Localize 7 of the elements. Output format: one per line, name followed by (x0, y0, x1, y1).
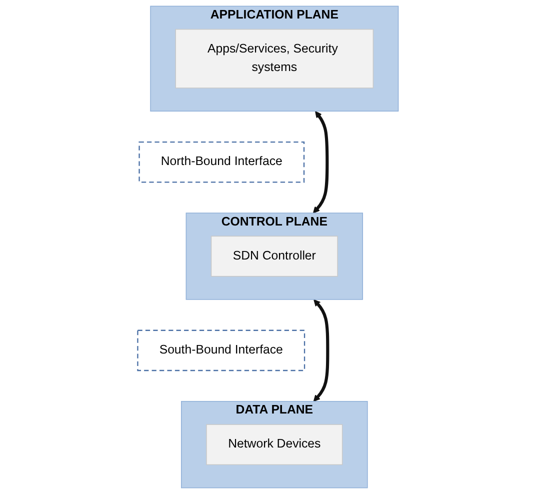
arrow (312, 111, 329, 214)
component-box: Network Devices (206, 424, 343, 466)
interface-band: South-Bound Interface (137, 330, 306, 372)
component-box: SDN Controller (210, 236, 338, 277)
component-box: Apps/Services, Security systems (175, 28, 374, 88)
arrow (313, 299, 330, 402)
interface-band: North-Bound Interface (138, 141, 305, 183)
